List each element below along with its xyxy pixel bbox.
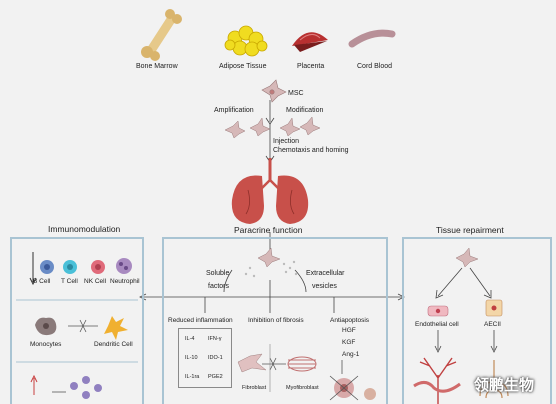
monocytes-label: Monocytes	[30, 341, 62, 348]
myofibroblast-label: Myofibroblast	[286, 385, 319, 391]
paracrine-msc-icon	[257, 247, 281, 268]
cytokine-box	[178, 328, 232, 388]
t-cell-icon	[63, 260, 77, 274]
cytokine-ido1: IDO-1	[208, 355, 223, 361]
placenta-icon	[292, 32, 328, 52]
b-cell-icon	[40, 260, 54, 274]
extracellular-label: Extracellular	[306, 270, 345, 277]
myofibroblast-icon	[287, 356, 317, 372]
paracrine-title: Paracrine function	[234, 225, 303, 235]
aecii-icon	[485, 299, 503, 317]
vesicles-icon	[244, 260, 298, 278]
expanded-msc-icon	[224, 116, 321, 139]
amplification-label: Amplification	[214, 107, 254, 114]
msc-cell-icon	[261, 79, 287, 103]
alveoli-icon	[479, 360, 509, 399]
placenta-label: Placenta	[297, 63, 325, 70]
endothelial-cell-icon	[427, 305, 449, 317]
anti-factor-hgf: HGF	[342, 327, 356, 334]
inhibition-fibrosis-label: Inhibition of fibrosis	[248, 317, 304, 324]
bone-marrow-label: Bone Marrow	[136, 63, 178, 70]
nk-cell-label: NK Cell	[84, 278, 107, 285]
cytokine-il1ra: IL-1ra	[185, 374, 200, 380]
cytokine-il4: IL-4	[185, 336, 195, 342]
chemotaxis-label: Chemotaxis and homing	[273, 147, 349, 154]
cytokine-pge2: PGE2	[208, 374, 223, 380]
anti-factor-kgf: KGF	[342, 339, 356, 346]
blood-vessel-icon	[413, 357, 461, 404]
dendritic-cell-icon	[104, 316, 128, 340]
neutrophil-label: Neutrophil	[110, 278, 140, 285]
lungs-icon	[231, 158, 309, 224]
factors-label: factors	[208, 283, 230, 290]
nk-cell-icon	[91, 260, 105, 274]
fibroblast-label: Fibroblast	[242, 385, 267, 391]
paracrine-panel	[162, 237, 388, 404]
cytokine-ifng: IFN-γ	[208, 336, 222, 342]
t-cell-label: T Cell	[61, 278, 78, 285]
cord-blood-label: Cord Blood	[357, 63, 393, 70]
immunomodulation-title: Immunomodulation	[48, 224, 121, 234]
repair-msc-icon	[455, 247, 479, 268]
fibroblast-icon	[237, 353, 267, 373]
aecii-label: AECII	[484, 321, 501, 328]
vesicles-label: vesicles	[312, 283, 337, 290]
apoptotic-cell-icon	[329, 375, 376, 401]
cytokine-il10: IL-10	[185, 355, 198, 361]
injection-label: Injection	[273, 138, 300, 145]
antiapoptosis-label: Antiapoptosis	[330, 317, 370, 324]
tissue-repairment-title: Tissue repairment	[436, 225, 504, 235]
soluble-label: Soluble	[206, 270, 230, 277]
cord-blood-icon	[348, 29, 396, 48]
reduced-inflammation-label: Reduced inflammation	[168, 317, 233, 324]
b-cell-label: B Cell	[33, 278, 51, 285]
modification-label: Modification	[286, 107, 324, 114]
endothelial-cell-label: Endothelial cell	[415, 321, 459, 328]
tissue-repairment-panel	[402, 237, 552, 404]
lower-immune-icons	[30, 374, 102, 399]
watermark: 领鹏生物	[474, 376, 535, 394]
immunomodulation-panel	[10, 237, 144, 404]
adipose-tissue-label: Adipose Tissue	[219, 63, 267, 70]
bone-marrow-icon	[141, 9, 182, 61]
monocyte-icon	[35, 317, 57, 336]
msc-label: MSC	[288, 90, 304, 97]
anti-factor-ang1: Ang-1	[342, 351, 360, 358]
dendritic-cell-label: Dendritic Cell	[94, 341, 133, 348]
adipose-tissue-icon	[224, 25, 268, 57]
neutrophil-icon	[116, 258, 132, 274]
